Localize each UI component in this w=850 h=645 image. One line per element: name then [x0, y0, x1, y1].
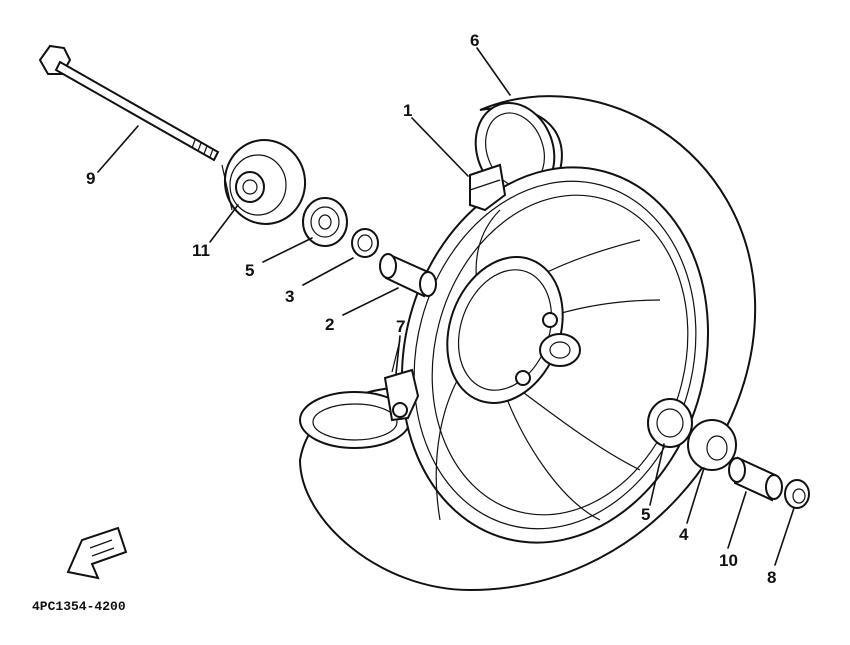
collar-10	[728, 456, 783, 502]
callout-4: 4	[679, 525, 689, 544]
callout-9: 9	[86, 169, 95, 188]
callout-7: 7	[396, 317, 405, 336]
bearing-upper	[302, 197, 348, 247]
collar-4	[687, 419, 737, 471]
callout-5-lower: 5	[641, 505, 650, 524]
bearing-lower	[647, 398, 693, 448]
callout-1: 1	[403, 101, 412, 120]
wheel-axle	[38, 44, 220, 162]
front-direction-arrow-icon	[66, 526, 128, 580]
gear-unit	[221, 139, 307, 225]
oil-seal-3	[351, 228, 379, 258]
drawing-code: 4PC1354-4200	[32, 599, 126, 614]
callout-6: 6	[470, 31, 479, 50]
hub-bracket	[469, 163, 507, 212]
callout-3: 3	[285, 287, 294, 306]
callout-5-upper: 5	[245, 261, 254, 280]
callout-8: 8	[767, 568, 776, 587]
oil-seal-8	[784, 479, 810, 509]
callout-10: 10	[719, 551, 738, 570]
leader-lines	[97, 47, 795, 566]
wheel-spokes	[435, 209, 661, 521]
callout-2: 2	[325, 315, 334, 334]
callout-11: 11	[192, 241, 210, 260]
collar-2	[379, 253, 437, 298]
